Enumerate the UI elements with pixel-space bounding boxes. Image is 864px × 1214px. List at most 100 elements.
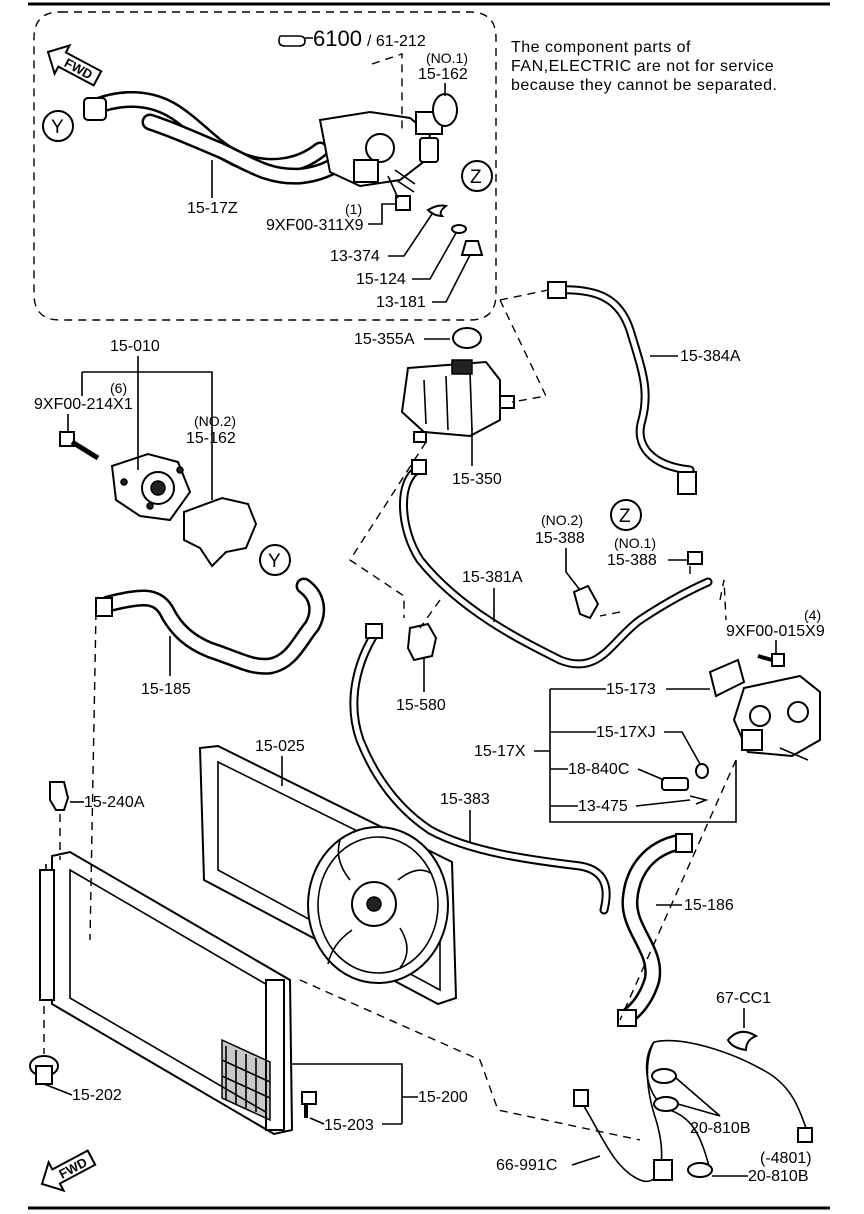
- svg-text:Z: Z: [470, 167, 482, 188]
- label-15-388-no1-tag[interactable]: (NO.1): [614, 535, 656, 551]
- label-15-17Z[interactable]: 15-17Z: [187, 200, 238, 217]
- label-9XF00-214X1[interactable]: 9XF00-214X1: [34, 396, 133, 413]
- leader-66-991C: [571, 1155, 601, 1166]
- label-15-355A[interactable]: 15-355A: [354, 331, 415, 348]
- label-15-381A[interactable]: 15-381A: [462, 569, 523, 586]
- label-13-374[interactable]: 13-374: [330, 248, 380, 265]
- label-15-162-no2-tag[interactable]: (NO.2): [194, 413, 236, 429]
- bolt-9XF00-214X1-drawing: [59, 431, 100, 461]
- note-line-2: FAN,ELECTRIC are not for service: [511, 58, 774, 75]
- leader-15-010-bracket: [82, 371, 213, 500]
- leader-15-384A-link: [499, 289, 549, 403]
- label-15-162-no1[interactable]: 15-162: [418, 66, 468, 83]
- thermostat-housing-drawing: [318, 110, 443, 193]
- bracket-15-17X-group: [534, 688, 737, 823]
- label-13-181[interactable]: 13-181: [376, 294, 426, 311]
- label-9XF00-015X9[interactable]: 9XF00-015X9: [726, 623, 825, 640]
- label-9XF00-311X9-qty[interactable]: (1): [345, 201, 362, 217]
- hose-15-17Z-drawing: [83, 91, 354, 185]
- bolt-9XF00-015X9-drawing: [757, 653, 785, 667]
- leader-15-203: [309, 1117, 402, 1125]
- marker-y-mid: Y: [259, 544, 291, 576]
- label-15-383[interactable]: 15-383: [440, 791, 490, 808]
- label-15-388-no2[interactable]: 15-388: [535, 530, 585, 547]
- label-15-350[interactable]: 15-350: [452, 471, 502, 488]
- label-15-185[interactable]: 15-185: [141, 681, 191, 698]
- label-15-162-no2[interactable]: 15-162: [186, 430, 236, 447]
- label-15-162-no1-tag[interactable]: (NO.1): [426, 50, 468, 66]
- label-15-17XJ[interactable]: 15-17XJ: [596, 724, 656, 741]
- leader-9XF00-311X9: [368, 203, 396, 225]
- label-9XF00-311X9[interactable]: 9XF00-311X9: [266, 217, 364, 234]
- harness-66-991C-drawing: [573, 1039, 813, 1183]
- svg-text:Y: Y: [51, 117, 64, 138]
- hose-15-186-drawing: [617, 833, 693, 1027]
- clamp-15-388-no2-drawing: [572, 584, 600, 620]
- label-15-173[interactable]: 15-173: [606, 681, 656, 698]
- leader-9XF00-015X9-link: [719, 579, 727, 621]
- label-13-475[interactable]: 13-475: [578, 798, 628, 815]
- leader-15-200: [290, 1063, 418, 1124]
- label-15-384A[interactable]: 15-384A: [680, 348, 741, 365]
- label-67-CC1[interactable]: 67-CC1: [716, 990, 771, 1007]
- radiator-15-200-drawing: [39, 850, 294, 1136]
- fwd-arrow-icon-top: FWD: [46, 43, 103, 87]
- label-20-810B-b[interactable]: 20-810B: [748, 1168, 809, 1185]
- label-9XF00-015X9-qty[interactable]: (4): [804, 607, 821, 623]
- label-15-203[interactable]: 15-203: [324, 1117, 374, 1134]
- leader-15-124: [412, 232, 457, 280]
- label-15-010[interactable]: 15-010: [110, 338, 160, 355]
- marker-y-top: Y: [42, 110, 74, 142]
- gasket-15-162-no1: [432, 93, 458, 127]
- connector-67-CC1-drawing: [726, 1030, 759, 1052]
- label-15-17X[interactable]: 15-17X: [474, 743, 526, 760]
- sensor-18-840C-drawing: [661, 777, 689, 791]
- hose-15-185-drawing: [95, 577, 326, 675]
- clamp-15-388-no1-drawing: [687, 551, 703, 565]
- label-20-810B-a[interactable]: 20-810B: [690, 1120, 751, 1137]
- fwd-arrow-icon-bottom: FWD: [40, 1149, 97, 1193]
- svg-text:Y: Y: [268, 551, 281, 572]
- label-66-991C[interactable]: 66-991C: [496, 1157, 557, 1174]
- label-4801[interactable]: (-4801): [760, 1150, 812, 1167]
- svg-text:Z: Z: [619, 506, 631, 527]
- bolt-15-203-drawing: [301, 1091, 317, 1118]
- section-sub[interactable]: / 61-212: [367, 33, 426, 50]
- label-15-202[interactable]: 15-202: [72, 1087, 122, 1104]
- clip-13-374-drawing: [426, 204, 449, 218]
- routing-lines: [43, 441, 737, 1141]
- leader-20-810B-a: [675, 1077, 721, 1117]
- label-15-388-no2-tag[interactable]: (NO.2): [541, 512, 583, 528]
- cap-15-355A-drawing: [452, 327, 482, 349]
- label-9XF00-214X1-qty[interactable]: (6): [110, 380, 127, 396]
- label-15-186[interactable]: 15-186: [684, 897, 734, 914]
- hose-15-384A-drawing: [547, 281, 697, 495]
- water-pump-15-010-drawing: [110, 452, 192, 522]
- leader-15-17XJ: [664, 731, 701, 765]
- label-15-240A[interactable]: 15-240A: [84, 794, 145, 811]
- o-ring-15-124-drawing: [451, 224, 467, 234]
- leader-15-388-no2: [565, 548, 581, 591]
- note-line-1: The component parts of: [511, 39, 691, 56]
- mount-15-202-drawing: [29, 1055, 59, 1085]
- label-15-025[interactable]: 15-025: [255, 738, 305, 755]
- section-code[interactable]: 6100: [313, 26, 362, 51]
- label-15-580[interactable]: 15-580: [396, 697, 446, 714]
- section-reference[interactable]: 6100 / 61-212: [278, 26, 426, 51]
- reservoir-15-350-drawing: [400, 359, 515, 443]
- fan-shroud-15-025-drawing: [198, 744, 458, 1006]
- clip-13-475-drawing: [689, 795, 709, 805]
- plug-13-181-drawing: [460, 240, 484, 256]
- thermostat-housing-15-17X-drawing: [732, 674, 821, 761]
- leader-6100: [371, 53, 403, 130]
- label-18-840C[interactable]: 18-840C: [568, 761, 629, 778]
- leader-13-181: [432, 254, 471, 303]
- clip-20-810B-drawing: [651, 1068, 713, 1178]
- bolt-9XF00-311X9-drawing: [387, 175, 411, 211]
- hose-15-383-drawing: [349, 623, 611, 915]
- label-15-124[interactable]: 15-124: [356, 271, 406, 288]
- o-ring-15-17XJ-drawing: [695, 763, 709, 779]
- label-15-200[interactable]: 15-200: [418, 1089, 468, 1106]
- label-15-388-no1[interactable]: 15-388: [607, 552, 657, 569]
